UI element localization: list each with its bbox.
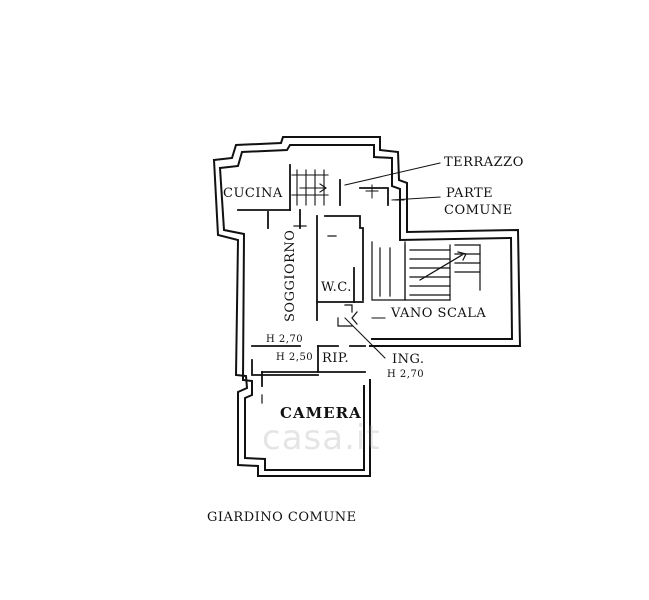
stair-flight — [371, 241, 481, 301]
label-giardino-comune: GIARDINO COMUNE — [207, 510, 357, 525]
label-vano-scala: VANO SCALA — [391, 306, 487, 321]
label-wc: W.C. — [321, 280, 352, 295]
outer-walls — [212, 136, 522, 477]
leader-lines — [344, 162, 441, 359]
watermark-logo: casa.it — [262, 418, 381, 458]
door-openings — [261, 225, 358, 404]
interior-walls — [237, 164, 389, 387]
label-terrazzo: TERRAZZO — [444, 155, 524, 170]
label-camera: CAMERA — [280, 404, 362, 422]
label-parte: PARTE — [446, 186, 494, 201]
terrace-ticks — [365, 184, 405, 201]
label-rip: RIP. — [322, 351, 350, 366]
label-height-250: H 2,50 — [276, 352, 314, 363]
label-height-270: H 2,70 — [266, 334, 304, 345]
label-soggiorno: SOGGIORNO — [283, 229, 298, 322]
label-ing: ING. — [392, 352, 425, 367]
kitchen-stair — [291, 169, 329, 206]
label-comune: COMUNE — [444, 203, 513, 218]
label-ing-height: H 2,70 — [387, 369, 425, 380]
label-cucina: CUCINA — [223, 186, 283, 201]
